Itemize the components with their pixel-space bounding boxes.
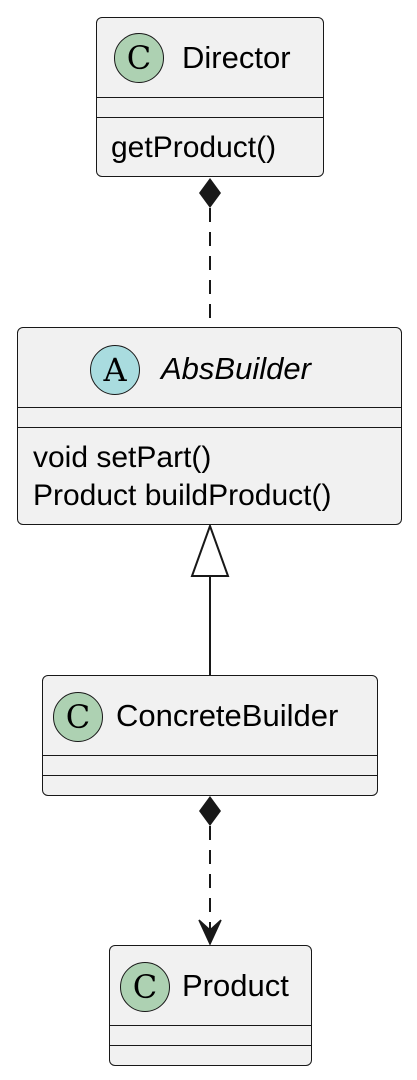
class-method: getProduct() [111, 131, 277, 164]
class-name: AbsBuilder [161, 351, 311, 386]
class-method: void setPart() [33, 441, 212, 474]
relation-director-absbuilder [199, 178, 221, 326]
generalization-triangle-icon [190, 523, 230, 577]
attributes-separator [97, 97, 323, 98]
class-stereotype-icon: C [53, 692, 103, 742]
arrowhead-icon [198, 919, 222, 946]
attributes-separator [18, 407, 401, 408]
class-stereotype-icon: C [114, 33, 164, 83]
relation-concretebuilder-product [198, 796, 222, 946]
methods-separator [110, 1045, 311, 1046]
composition-diamond-icon [199, 178, 221, 208]
methods-separator [18, 427, 401, 428]
abstract-stereotype-icon: A [90, 345, 140, 395]
class-concretebuilder[interactable]: C ConcreteBuilder [42, 675, 378, 796]
class-name: ConcreteBuilder [116, 698, 339, 733]
class-stereotype-icon: C [120, 962, 170, 1012]
class-name: Product [182, 968, 289, 1003]
composition-diamond-icon [199, 796, 221, 826]
class-method: Product buildProduct() [33, 479, 332, 512]
class-director[interactable]: C Director getProduct() [96, 17, 324, 177]
class-name: Director [182, 40, 291, 75]
attributes-separator [110, 1025, 311, 1026]
class-product[interactable]: C Product [109, 945, 312, 1066]
attributes-separator [43, 755, 377, 756]
methods-separator [43, 775, 377, 776]
methods-separator [97, 117, 323, 118]
class-absbuilder[interactable]: A AbsBuilder void setPart() Product buil… [17, 327, 402, 525]
relation-concretebuilder-absbuilder [190, 523, 230, 676]
